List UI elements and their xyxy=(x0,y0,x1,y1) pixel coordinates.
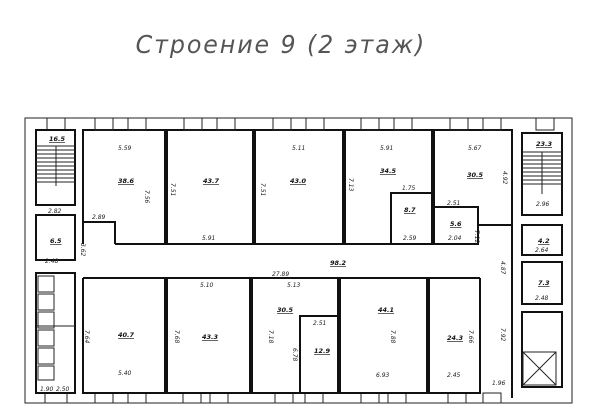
area-label: 43.0 xyxy=(290,177,307,185)
dimension-label: 7.88 xyxy=(389,330,396,344)
corridor-labels: 5.91 98.2 27.89 5.10 5.13 xyxy=(200,235,347,289)
dimension-label: 7.12 xyxy=(473,230,480,244)
area-label: 12.9 xyxy=(314,347,331,355)
area-label: 7.3 xyxy=(538,279,550,287)
misc-dimensions: 1.90 2.50 1.96 3.62 2.89 7.12 4.87 7.92 xyxy=(40,214,506,393)
corridor-area: 98.2 xyxy=(330,259,347,267)
dimension-label: 3.62 xyxy=(79,243,86,257)
dimension-label: 7.56 xyxy=(143,190,150,204)
dimension-label: 5.10 xyxy=(200,282,214,289)
dimension-label: 2.50 xyxy=(56,386,70,393)
dimension-label: 5.59 xyxy=(118,145,132,152)
area-label: 44.1 xyxy=(378,306,394,314)
dimension-label: 2.51 xyxy=(447,200,460,207)
area-label: 30.5 xyxy=(277,306,294,314)
area-label: 4.2 xyxy=(538,237,550,245)
dimension-label: 5.67 xyxy=(468,145,482,152)
left-room xyxy=(35,214,76,261)
area-label: 8.7 xyxy=(404,206,416,214)
dimension-label: 4.92 xyxy=(501,171,508,185)
stair-labels: 16.5 2.82 23.3 2.96 xyxy=(48,135,553,215)
dimension-label: 5.91 xyxy=(202,235,215,242)
dimension-label: 7.66 xyxy=(467,330,474,344)
side-room xyxy=(521,261,563,305)
area-label: 23.3 xyxy=(536,140,553,148)
dimension-label: 6.78 xyxy=(291,348,298,362)
elevator xyxy=(521,311,563,388)
dimension-label: 2.64 xyxy=(535,247,549,254)
dimension-label: 6.93 xyxy=(376,372,390,379)
dimension-label: 2.48 xyxy=(45,258,59,265)
area-label: 40.7 xyxy=(118,331,135,339)
dimension-label: 7.92 xyxy=(499,328,506,342)
area-label: 5.6 xyxy=(450,220,462,228)
area-label: 24.3 xyxy=(447,334,464,342)
side-room-labels: 4.2 2.64 7.3 2.48 6.5 2.48 xyxy=(45,237,550,302)
dimension-label: 1.90 xyxy=(40,386,54,393)
dimension-label: 2.96 xyxy=(536,201,550,208)
dimension-label: 2.82 xyxy=(48,208,62,215)
stair-left xyxy=(35,129,76,206)
dimension-label: 5.11 xyxy=(292,145,305,152)
dimension-label: 2.89 xyxy=(92,214,106,221)
dimension-label: 7.18 xyxy=(267,330,274,344)
dimension-label: 7.13 xyxy=(347,178,354,192)
outer-wall xyxy=(24,117,573,404)
dimension-label: 2.45 xyxy=(447,372,461,379)
dimension-label: 2.04 xyxy=(448,235,462,242)
area-label: 43.3 xyxy=(202,333,219,341)
stair-right xyxy=(521,132,563,216)
bottom-rooms xyxy=(82,277,481,394)
windows xyxy=(44,117,555,404)
dimension-label: 2.59 xyxy=(403,235,417,242)
dimension-label: 7.51 xyxy=(169,183,176,196)
dimension-label: 5.40 xyxy=(118,370,132,377)
area-label: 38.6 xyxy=(118,177,135,185)
room-labels-bottom: 40.7 5.40 7.64 43.3 7.68 30.5 7.18 2.51 … xyxy=(83,306,474,379)
small-room-labels: 1.75 8.7 2.59 2.51 5.6 2.04 xyxy=(402,185,462,242)
area-label: 16.5 xyxy=(49,135,66,143)
area-label: 30.5 xyxy=(467,171,484,179)
restrooms xyxy=(35,272,76,394)
dimension-label: 5.13 xyxy=(287,282,301,289)
area-label: 43.7 xyxy=(203,177,220,185)
dimension-label: 7.64 xyxy=(83,330,90,344)
top-rooms xyxy=(82,129,513,245)
drawing-title: Строение 9 (2 этаж) xyxy=(135,30,427,59)
dimension-label: 27.89 xyxy=(272,271,289,278)
dimension-label: 1.96 xyxy=(492,380,506,387)
area-label: 6.5 xyxy=(50,237,62,245)
area-label: 34.5 xyxy=(380,167,397,175)
dimension-label: 1.75 xyxy=(402,185,416,192)
dimension-label: 4.87 xyxy=(499,261,506,275)
room-labels-top: 5.59 38.6 7.56 43.7 7.51 5.11 43.0 7.51 … xyxy=(118,145,508,204)
side-room xyxy=(521,224,563,256)
dimension-label: 2.51 xyxy=(313,320,326,327)
dimension-label: 7.68 xyxy=(173,330,180,344)
dimension-label: 2.48 xyxy=(535,295,549,302)
dimension-label: 5.91 xyxy=(380,145,393,152)
dimension-label: 7.51 xyxy=(259,183,266,196)
